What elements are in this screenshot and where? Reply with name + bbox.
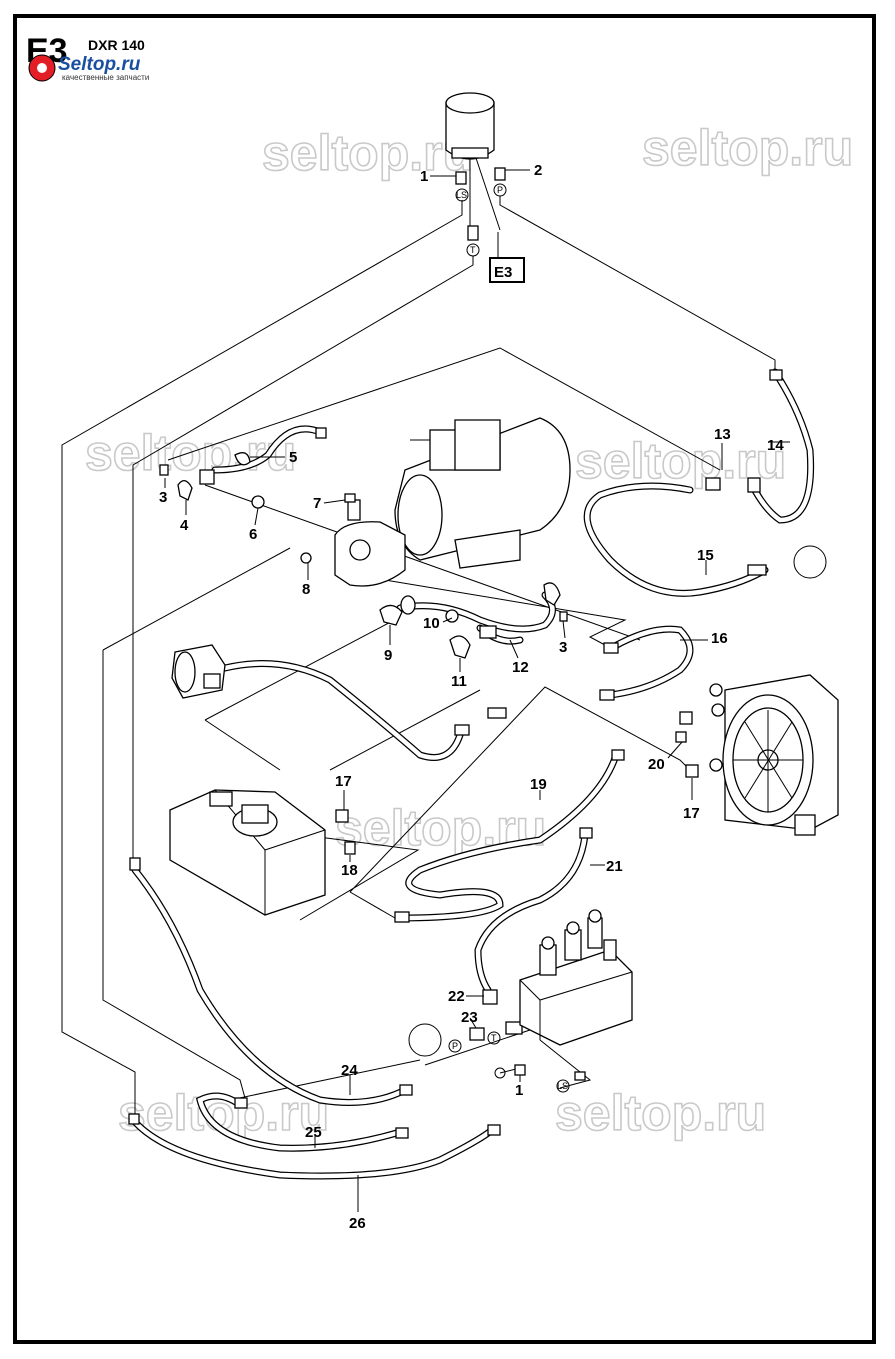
oil-cooler [709,674,839,836]
callout-11: 11 [451,673,467,690]
callout-14: 14 [767,437,784,454]
logo-brand: Seltop.ru [58,54,141,75]
callout-5: 5 [289,449,297,466]
callout-21: 21 [606,858,623,875]
port-marker: T [470,245,476,255]
callout-22: 22 [448,988,465,1005]
callout-13: 13 [714,426,731,443]
watermark: seltop.ru [335,800,546,856]
electric-motor [394,417,571,569]
hydraulic-tank [169,789,326,916]
watermark: seltop.ru [555,1085,766,1141]
auxiliary-motor [171,644,226,699]
reference-box: E3 [489,257,525,283]
watermarks: seltop.ru seltop.ru seltop.ru seltop.ru … [84,119,854,1142]
header: E3 DXR 140 Seltop.ru качественные запчас… [26,32,149,82]
port-marker: LS [456,190,467,200]
control-valve [519,909,633,1046]
watermark: seltop.ru [642,120,853,176]
port-marker: LS [557,1081,568,1091]
callout-20: 20 [648,756,665,773]
callout-19: 19 [530,776,547,793]
callout-26: 26 [349,1215,366,1232]
logo: Seltop.ru качественные запчасти [28,54,149,82]
callout-7: 7 [313,495,321,512]
logo-tagline: качественные запчасти [62,73,149,82]
callout-1-bottom: 1 [515,1082,523,1099]
watermark: seltop.ru [575,433,786,489]
callout-12: 12 [512,659,529,676]
callout-3: 3 [159,489,167,506]
callout-8: 8 [302,581,310,598]
port-marker: T [491,1033,497,1043]
port-marker: P [497,185,503,195]
gauges [408,545,827,1057]
diagram-frame [13,14,876,1344]
callout-25: 25 [305,1124,322,1141]
callout-15: 15 [697,547,714,564]
callout-3-right: 3 [559,639,567,656]
watermark: seltop.ru [262,125,473,181]
callout-17-right: 17 [683,805,700,822]
leader-lines [164,169,790,1212]
hydraulic-pump [334,499,406,587]
reference-box-label: E3 [494,264,512,281]
top-accumulator [445,92,501,232]
callout-16: 16 [711,630,728,647]
callout-1: 1 [420,168,428,185]
connection-lines [61,196,776,1120]
callout-4: 4 [180,517,189,534]
callout-6: 6 [249,526,257,543]
fittings [128,167,783,1139]
callout-18: 18 [341,862,358,879]
callouts: 1 2 3 4 5 6 7 8 9 10 11 12 3 13 14 15 16… [159,162,784,1232]
hoses [131,368,815,1180]
callout-24: 24 [341,1062,358,1079]
model-label: DXR 140 [88,37,145,53]
callout-17: 17 [335,773,352,790]
callout-23: 23 [461,1009,478,1026]
port-marker: P [452,1041,458,1051]
callout-9: 9 [384,647,392,664]
watermark: seltop.ru [85,425,296,481]
callout-10: 10 [423,615,440,632]
callout-2: 2 [534,162,542,179]
